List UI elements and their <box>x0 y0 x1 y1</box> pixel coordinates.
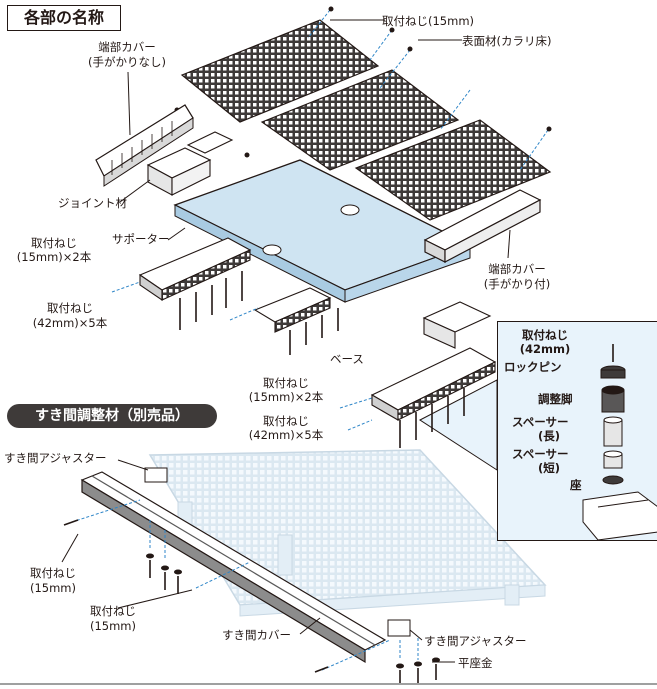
detail-panel: 取付ねじ (42mm) ロックピン 調整脚 スペーサー (長) スペーサー (短… <box>497 321 657 541</box>
screw-guides-top <box>307 9 549 171</box>
label-screw-15x2-b-2: (15mm)×2本 <box>248 390 324 404</box>
label-screw-42x5-b-2: (42mm)×5本 <box>248 428 324 442</box>
label-base: ベース <box>330 352 364 366</box>
surface-tile-3 <box>354 119 552 221</box>
screws-vertical <box>179 271 465 448</box>
end-cover-grip <box>423 189 542 263</box>
faded-floor <box>148 449 547 617</box>
screw-guides-bottom <box>71 499 419 671</box>
label-joint: ジョイント材 <box>58 196 127 210</box>
label-gap-cover: すき間カバー <box>222 628 291 642</box>
label-surface: 表面材(カラリ床) <box>462 34 552 48</box>
label-end-cover-plain-1: 端部カバー <box>98 40 156 54</box>
surface-tiles <box>180 19 552 221</box>
label-flat-washer: 平座金 <box>458 656 493 670</box>
label-screw-mid-2: (15mm) <box>89 619 136 633</box>
base-left <box>138 237 252 302</box>
label-gap-adjuster-right: すき間アジャスター <box>424 634 527 648</box>
label-screw-42x5-b-1: 取付ねじ <box>263 414 309 428</box>
label-screw-15-top: 取付ねじ(15mm) <box>382 14 475 28</box>
screws-bottom <box>63 519 437 685</box>
label-end-cover-plain-2: (手がかりなし) <box>88 55 166 69</box>
label-gap-adjuster-left: すき間アジャスター <box>4 451 107 465</box>
detail-spacer-short-label-2: (短) <box>538 461 561 475</box>
joint-piece-2 <box>422 301 492 349</box>
detail-lock-pin-label: ロックピン <box>504 360 562 374</box>
detail-seat-label: 座 <box>570 478 582 492</box>
label-screw-15x2-b-1: 取付ねじ <box>263 376 309 390</box>
washers <box>146 553 440 669</box>
label-end-cover-grip-2: (手がかり付) <box>483 277 551 291</box>
detail-screw-label-1: 取付ねじ <box>522 328 568 342</box>
detail-spacer-short-label-1: スペーサー <box>512 447 569 461</box>
end-cover-plain <box>95 104 194 187</box>
gap-cover-bar <box>80 471 387 664</box>
label-screw-15x2-a-2: (15mm)×2本 <box>16 250 92 264</box>
label-screw-left-1: 取付ねじ <box>30 566 76 580</box>
detail-screw-label-2: (42mm) <box>519 342 571 356</box>
bottom-rule <box>0 683 657 685</box>
label-screw-42x5-a-2: (42mm)×5本 <box>32 316 108 330</box>
detail-spacer-long-label-1: スペーサー <box>512 415 569 429</box>
label-screw-15x2-a-1: 取付ねじ <box>31 236 77 250</box>
base-right <box>370 347 497 421</box>
screw-guides-mid <box>111 281 373 431</box>
detail-spacer-long-label-2: (長) <box>538 429 561 443</box>
surface-tile-1 <box>180 19 380 123</box>
detail-adjust-leg-label: 調整脚 <box>538 392 573 406</box>
parts-heading: 各部の名称 <box>7 5 121 31</box>
label-screw-42x5-a-1: 取付ねじ <box>47 301 93 315</box>
base-middle <box>253 287 332 333</box>
leader-lines <box>61 19 511 663</box>
adjuster-heading: すき間調整材（別売品） <box>7 404 217 428</box>
gap-adjusters <box>144 467 411 637</box>
joint-piece <box>146 131 234 196</box>
label-screw-left-2: (15mm) <box>29 581 76 595</box>
label-supporter: サポーター <box>112 232 170 246</box>
detail-drawing <box>582 344 657 540</box>
label-end-cover-grip-1: 端部カバー <box>488 262 546 276</box>
label-screw-mid-1: 取付ねじ <box>90 604 136 618</box>
surface-tile-2 <box>260 69 460 171</box>
